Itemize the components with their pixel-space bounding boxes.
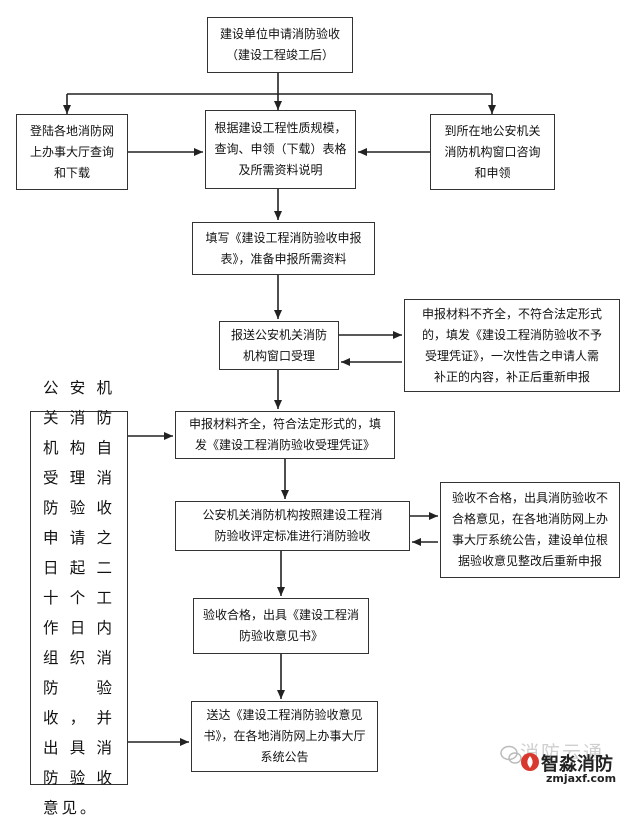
deadline-note-box left-text: 公安机关消防机构自受理消防验收申请之日起二十个工作日内组织消防验收，并出具消防验… bbox=[30, 379, 128, 817]
online-query-box: 登陆各地消防网 上办事大厅查询 和下载 bbox=[16, 114, 128, 190]
query-forms-box: 根据建设工程性质规模， 查询、申领（下载）表格 及所需资料说明 bbox=[205, 110, 356, 189]
query-forms-label: 根据建设工程性质规模， 查询、申领（下载）表格 及所需资料说明 bbox=[214, 121, 347, 177]
inspection-box: 公安机关消防机构按照建设工程消 防验收评定标准进行消防验收 bbox=[175, 501, 410, 551]
accepted-label: 申报材料齐全，符合法定形式的，填 发《建设工程消防验收受理凭证》 bbox=[188, 417, 381, 452]
inspection-label: 公安机关消防机构按照建设工程消 防验收评定标准进行消防验收 bbox=[202, 508, 383, 543]
deliver-box: 送达《建设工程消防验收意见 书》，在各地消防网上办事大厅 系统公告 bbox=[191, 701, 378, 772]
watermark-url: zmjaxf.com bbox=[546, 772, 617, 785]
start-label: 建设单位申请消防验收 （建设工程竣工后） bbox=[219, 27, 340, 62]
window-consult-box: 到所在地公安机关 消防机构窗口咨询 和申领 bbox=[430, 114, 555, 190]
start-box: 建设单位申请消防验收 （建设工程竣工后） bbox=[207, 17, 353, 73]
passed-box: 验收合格，出具《建设工程消 防验收意见书》 bbox=[193, 598, 369, 654]
failed-box: 验收不合格，出具消防验收不 合格意见，在各地消防网上办 事大厅系统公告，建设单位… bbox=[440, 482, 620, 578]
incomplete-box: 申报材料不齐全，不符合法定形式 的，填发《建设工程消防验收不予 受理凭证》，一次… bbox=[404, 299, 620, 392]
fill-form-label: 填写《建设工程消防验收申报 表》，准备申报所需资料 bbox=[205, 230, 362, 266]
watermark-faded-text: 消防云通 bbox=[520, 742, 605, 764]
deadline-note-label: 公安机关消防机构自受理消防验收申请之日起二十个工作日内组织消防验收，并出具消防验… bbox=[43, 379, 115, 817]
failed-label: 验收不合格，出具消防验收不 合格意见，在各地消防网上办 事大厅系统公告，建设单位… bbox=[451, 491, 608, 568]
deliver-label: 送达《建设工程消防验收意见 书》，在各地消防网上办事大厅 系统公告 bbox=[203, 708, 366, 764]
window-consult-label: 到所在地公安机关 消防机构窗口咨询 和申领 bbox=[444, 123, 541, 180]
watermark-brand: 智淼消防 bbox=[541, 754, 613, 775]
accepted-box: 申报材料齐全，符合法定形式的，填 发《建设工程消防验收受理凭证》 bbox=[175, 411, 395, 459]
online-query-label: 登陆各地消防网 上办事大厅查询 和下载 bbox=[29, 123, 114, 180]
passed-label: 验收合格，出具《建设工程消 防验收意见书》 bbox=[202, 608, 359, 643]
brand-logo-icon bbox=[521, 753, 539, 771]
fill-form-box: 填写《建设工程消防验收申报 表》，准备申报所需资料 bbox=[192, 222, 375, 275]
submit-label: 报送公安机关消防 机构窗口受理 bbox=[230, 327, 327, 363]
wechat-icon bbox=[500, 745, 522, 764]
incomplete-label: 申报材料不齐全，不符合法定形式 的，填发《建设工程消防验收不予 受理凭证》，一次… bbox=[421, 306, 602, 384]
submit-box: 报送公安机关消防 机构窗口受理 bbox=[219, 321, 339, 370]
